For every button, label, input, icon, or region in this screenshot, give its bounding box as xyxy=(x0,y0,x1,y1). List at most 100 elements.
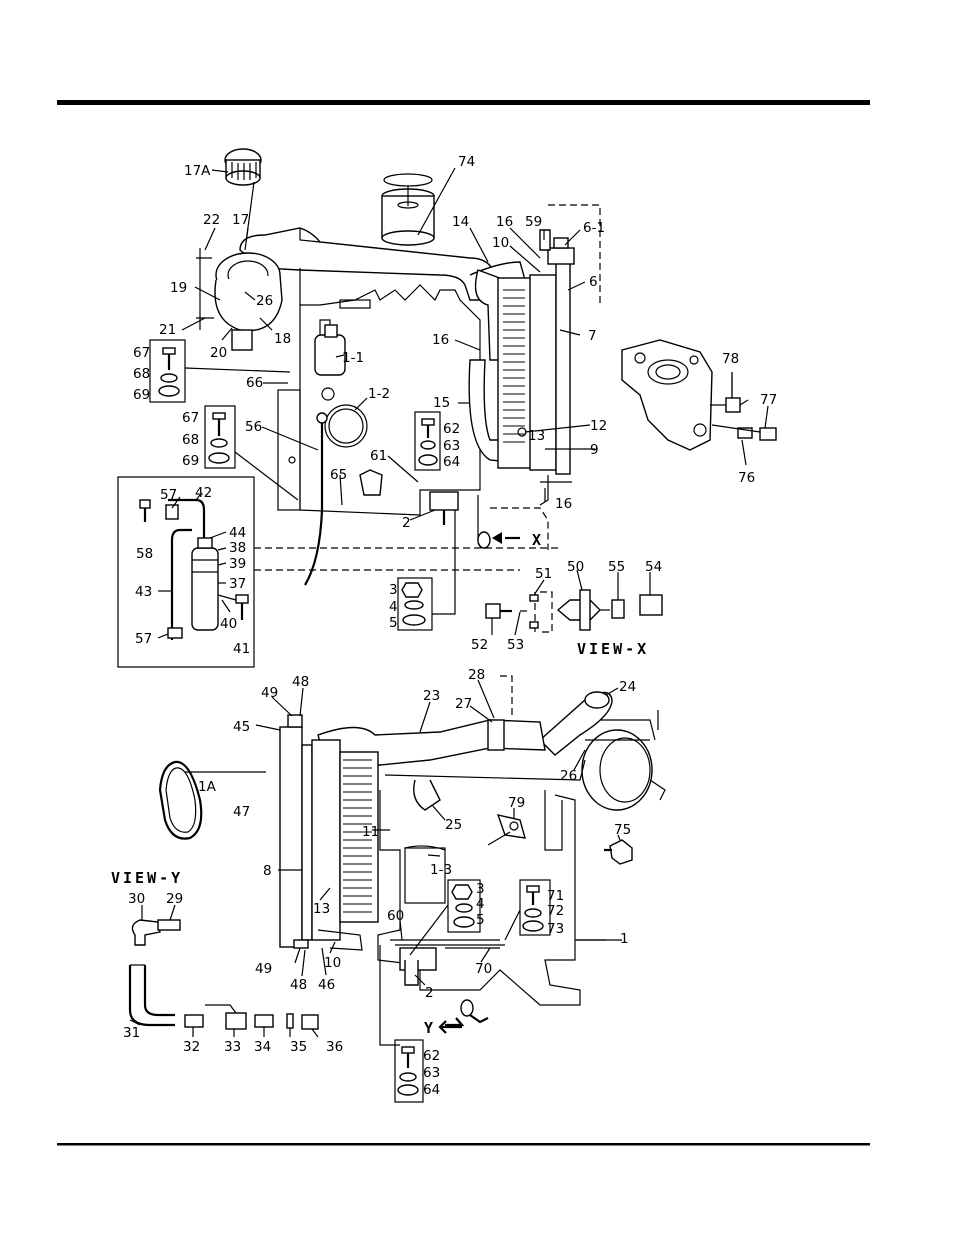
part-label: 34 xyxy=(254,1039,271,1055)
part-label: 73 xyxy=(547,921,564,937)
part-label: 28 xyxy=(468,667,485,683)
part-label: 53 xyxy=(507,637,524,653)
part-label: 5 xyxy=(476,912,485,928)
bolt-group-3-5 xyxy=(397,491,491,631)
part-label: 38 xyxy=(229,540,246,556)
part-label: 68 xyxy=(133,366,150,382)
part-label: 13 xyxy=(313,901,330,917)
view-x-parts xyxy=(485,507,663,633)
part-label: 8 xyxy=(263,863,272,879)
engine-lower xyxy=(377,790,581,1046)
part-label: 51 xyxy=(535,566,552,582)
part-label: 48 xyxy=(292,674,309,690)
part-label: 36 xyxy=(326,1039,343,1055)
part-label: 61 xyxy=(370,448,387,464)
bolt-group-62-64-a xyxy=(414,411,441,471)
part-label: 3 xyxy=(389,582,398,598)
cap-17a-drawing xyxy=(224,148,262,251)
leader-lines xyxy=(129,167,769,1038)
radiator-lower xyxy=(279,714,379,951)
bolt-group-67-69-b xyxy=(204,405,299,501)
radiator-fins-upper xyxy=(503,289,525,443)
arrow-y-label: Y xyxy=(424,1019,436,1037)
separator-inset xyxy=(117,476,560,668)
part-label: 47 xyxy=(233,804,250,820)
radiator-fins-lower xyxy=(343,759,372,913)
filter-element-74 xyxy=(381,173,435,246)
part-label: 23 xyxy=(423,688,440,704)
part-label: 50 xyxy=(567,559,584,575)
part-label: 69 xyxy=(182,453,199,469)
part-label: 49 xyxy=(261,685,278,701)
part-label: 1-2 xyxy=(368,386,390,402)
part-label: 74 xyxy=(458,154,475,170)
part-label: 59 xyxy=(525,214,542,230)
part-label: 49 xyxy=(255,961,272,977)
part-label: 17A xyxy=(184,163,211,179)
part-label: 25 xyxy=(445,817,462,833)
part-label: 62 xyxy=(443,421,460,437)
part-label: 54 xyxy=(645,559,662,575)
part-label: 76 xyxy=(738,470,755,486)
part-label: 77 xyxy=(760,392,777,408)
manifold-inset xyxy=(621,339,777,451)
part-label: 39 xyxy=(229,556,246,572)
part-label: 71 xyxy=(547,888,564,904)
engine-block xyxy=(277,284,481,586)
part-label: 10 xyxy=(324,955,341,971)
part-label: 11 xyxy=(362,824,379,840)
arrow-y-icon xyxy=(438,1020,462,1034)
bolt-group-67-69-a xyxy=(149,339,291,403)
part-label: 52 xyxy=(471,637,488,653)
bolt-group-62-64-lower xyxy=(394,1039,424,1103)
part-label: 43 xyxy=(135,584,152,600)
part-label: 17 xyxy=(232,212,249,228)
part-label: 57 xyxy=(135,631,152,647)
part-label: 21 xyxy=(159,322,176,338)
part-label: 14 xyxy=(452,214,469,230)
part-label: 67 xyxy=(133,345,150,361)
sensors-75-79 xyxy=(487,814,633,865)
part-label: 75 xyxy=(614,822,631,838)
part-label: 18 xyxy=(274,331,291,347)
part-label: 67 xyxy=(182,410,199,426)
part-label: 45 xyxy=(233,719,250,735)
part-label: 40 xyxy=(220,616,237,632)
part-label: 29 xyxy=(166,891,183,907)
part-label: 4 xyxy=(476,896,485,912)
part-label: 15 xyxy=(433,395,450,411)
part-label: 58 xyxy=(136,546,153,562)
part-label: 46 xyxy=(318,977,335,993)
view-y-fittings xyxy=(128,919,319,1030)
part-label: 10 xyxy=(492,235,509,251)
part-label: 78 xyxy=(722,351,739,367)
part-label: 19 xyxy=(170,280,187,296)
part-label: 60 xyxy=(387,908,404,924)
part-label: 16 xyxy=(432,332,449,348)
part-label: 26 xyxy=(560,768,577,784)
part-label: 5 xyxy=(389,615,398,631)
bolt-group-71-73 xyxy=(504,879,551,941)
air-cleaner-24 xyxy=(538,691,666,811)
part-label: 32 xyxy=(183,1039,200,1055)
part-label: 3 xyxy=(476,881,485,897)
part-label: 70 xyxy=(475,961,492,977)
part-label: 1 xyxy=(620,931,629,947)
part-label: 35 xyxy=(290,1039,307,1055)
part-label: 1-1 xyxy=(342,350,364,366)
part-label: 13 xyxy=(528,428,545,444)
part-label: 42 xyxy=(195,485,212,501)
part-label: 64 xyxy=(423,1082,440,1098)
part-label: 7 xyxy=(588,328,597,344)
part-label: 37 xyxy=(229,576,246,592)
part-label: 31 xyxy=(123,1025,140,1041)
part-label: 6-1 xyxy=(583,220,605,236)
part-label: 69 xyxy=(133,387,150,403)
arrow-x-icon xyxy=(492,532,502,544)
part-label: 2 xyxy=(402,515,411,531)
part-label: 55 xyxy=(608,559,625,575)
belt-1a xyxy=(158,760,266,840)
part-label: 64 xyxy=(443,454,460,470)
part-label: 63 xyxy=(443,438,460,454)
part-label: 22 xyxy=(203,212,220,228)
